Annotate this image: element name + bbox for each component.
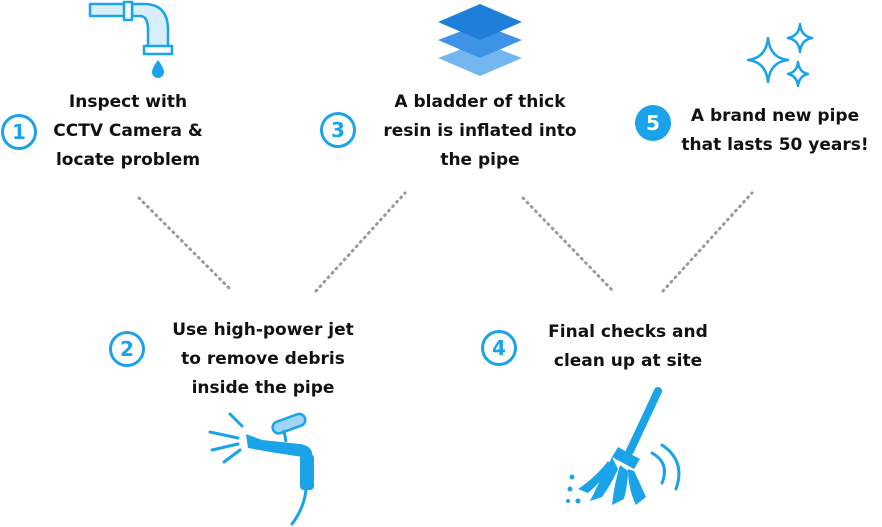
step-3-number: 3 [320,112,356,148]
connector-2-3 [314,191,407,293]
connector-4-5 [661,191,754,293]
pipe-with-drip-icon [88,0,174,78]
step-2-number: 2 [109,331,145,367]
sparkles-icon [746,22,814,88]
spray-gun-icon [208,412,314,526]
step-1-text: Inspect with CCTV Camera & locate proble… [53,92,203,170]
connector-1-2 [137,196,234,293]
step-5-text: A brand new pipe that lasts 50 years! [681,106,869,155]
step-4-number: 4 [481,330,517,366]
connector-3-4 [521,196,615,293]
step-4-text: Final checks and clean up at site [548,322,708,371]
step-1-number: 1 [1,114,37,150]
layers-icon [438,4,522,76]
step-5-number: 5 [635,105,671,141]
step-2-text: Use high-power jet to remove debris insi… [172,320,354,398]
step-3-text: A bladder of thick resin is inflated int… [383,92,577,170]
broom-icon [566,387,681,505]
